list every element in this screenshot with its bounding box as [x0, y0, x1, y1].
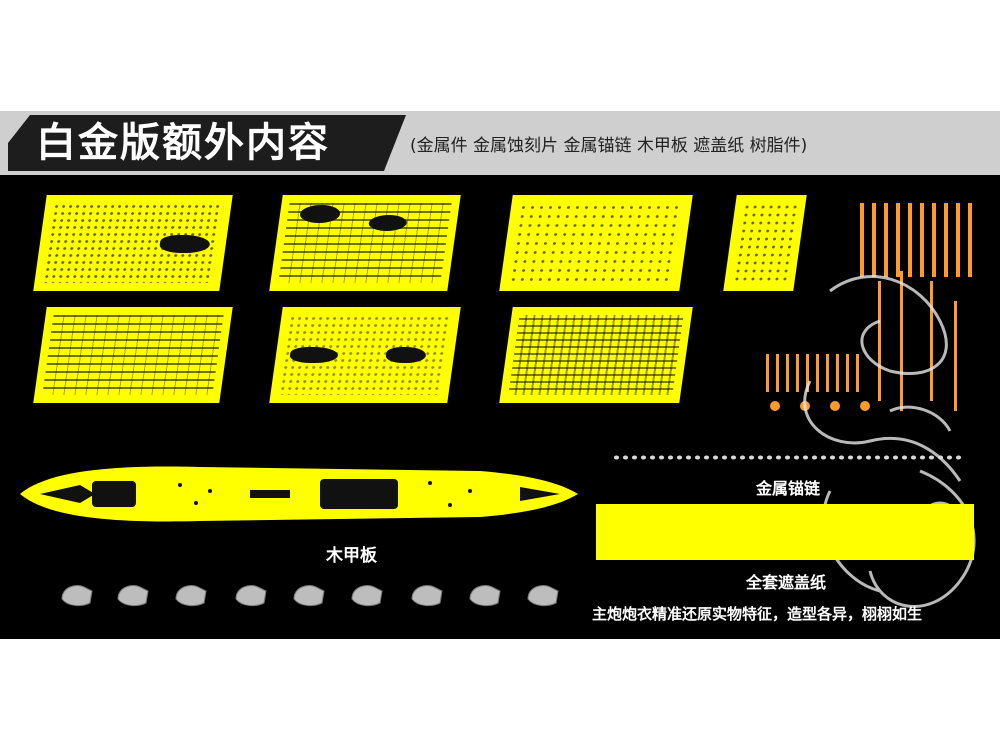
etch-sheet-3	[499, 195, 693, 291]
turret-cover-icon	[411, 585, 443, 607]
deck-label: 木甲板	[326, 546, 377, 566]
turret-cover-icon	[527, 585, 559, 607]
etch-sheet-7	[499, 307, 693, 403]
mask-label: 全套遮盖纸	[746, 573, 827, 592]
turret-cover-icon	[293, 585, 325, 607]
turret-cover-icon	[117, 585, 149, 607]
turret-cover-icon	[61, 585, 93, 607]
chain-label: 金属锚链	[756, 479, 821, 498]
turret-cover-icon	[351, 585, 383, 607]
title-box	[8, 115, 406, 171]
etch-sheet-5	[33, 307, 233, 403]
masking-sheet	[596, 504, 974, 560]
wooden-deck	[20, 466, 578, 522]
turret-cover-icon	[235, 585, 267, 607]
turret-cover-icon	[469, 585, 501, 607]
anchor-chain-icon	[612, 453, 962, 462]
page-title: 白金版额外内容	[36, 120, 330, 166]
turret-cover-icon	[175, 585, 207, 607]
etch-sheet-6	[269, 307, 461, 403]
page-subtitle: (金属件 金属蚀刻片 金属锚链 木甲板 遮盖纸 树脂件)	[410, 136, 808, 156]
feature-panel: 白金版额外内容 (金属件 金属蚀刻片 金属锚链 木甲板 遮盖纸 树脂件)	[0, 111, 1000, 639]
turret-caption: 主炮炮衣精准还原实物特征，造型各异，栩栩如生	[592, 605, 923, 623]
etch-sheet-1	[33, 195, 233, 291]
header-banner: 白金版额外内容 (金属件 金属蚀刻片 金属锚链 木甲板 遮盖纸 树脂件)	[0, 111, 1000, 175]
etch-sheet-2	[269, 195, 461, 291]
